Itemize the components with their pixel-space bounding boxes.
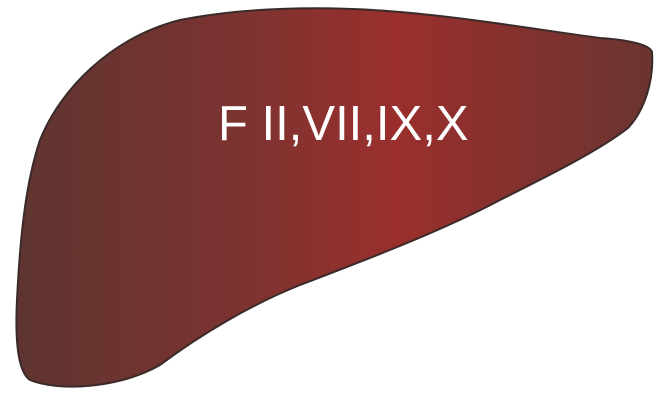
clotting-factors-label: F II,VII,IX,X [218,100,469,149]
liver-outline [16,8,652,386]
